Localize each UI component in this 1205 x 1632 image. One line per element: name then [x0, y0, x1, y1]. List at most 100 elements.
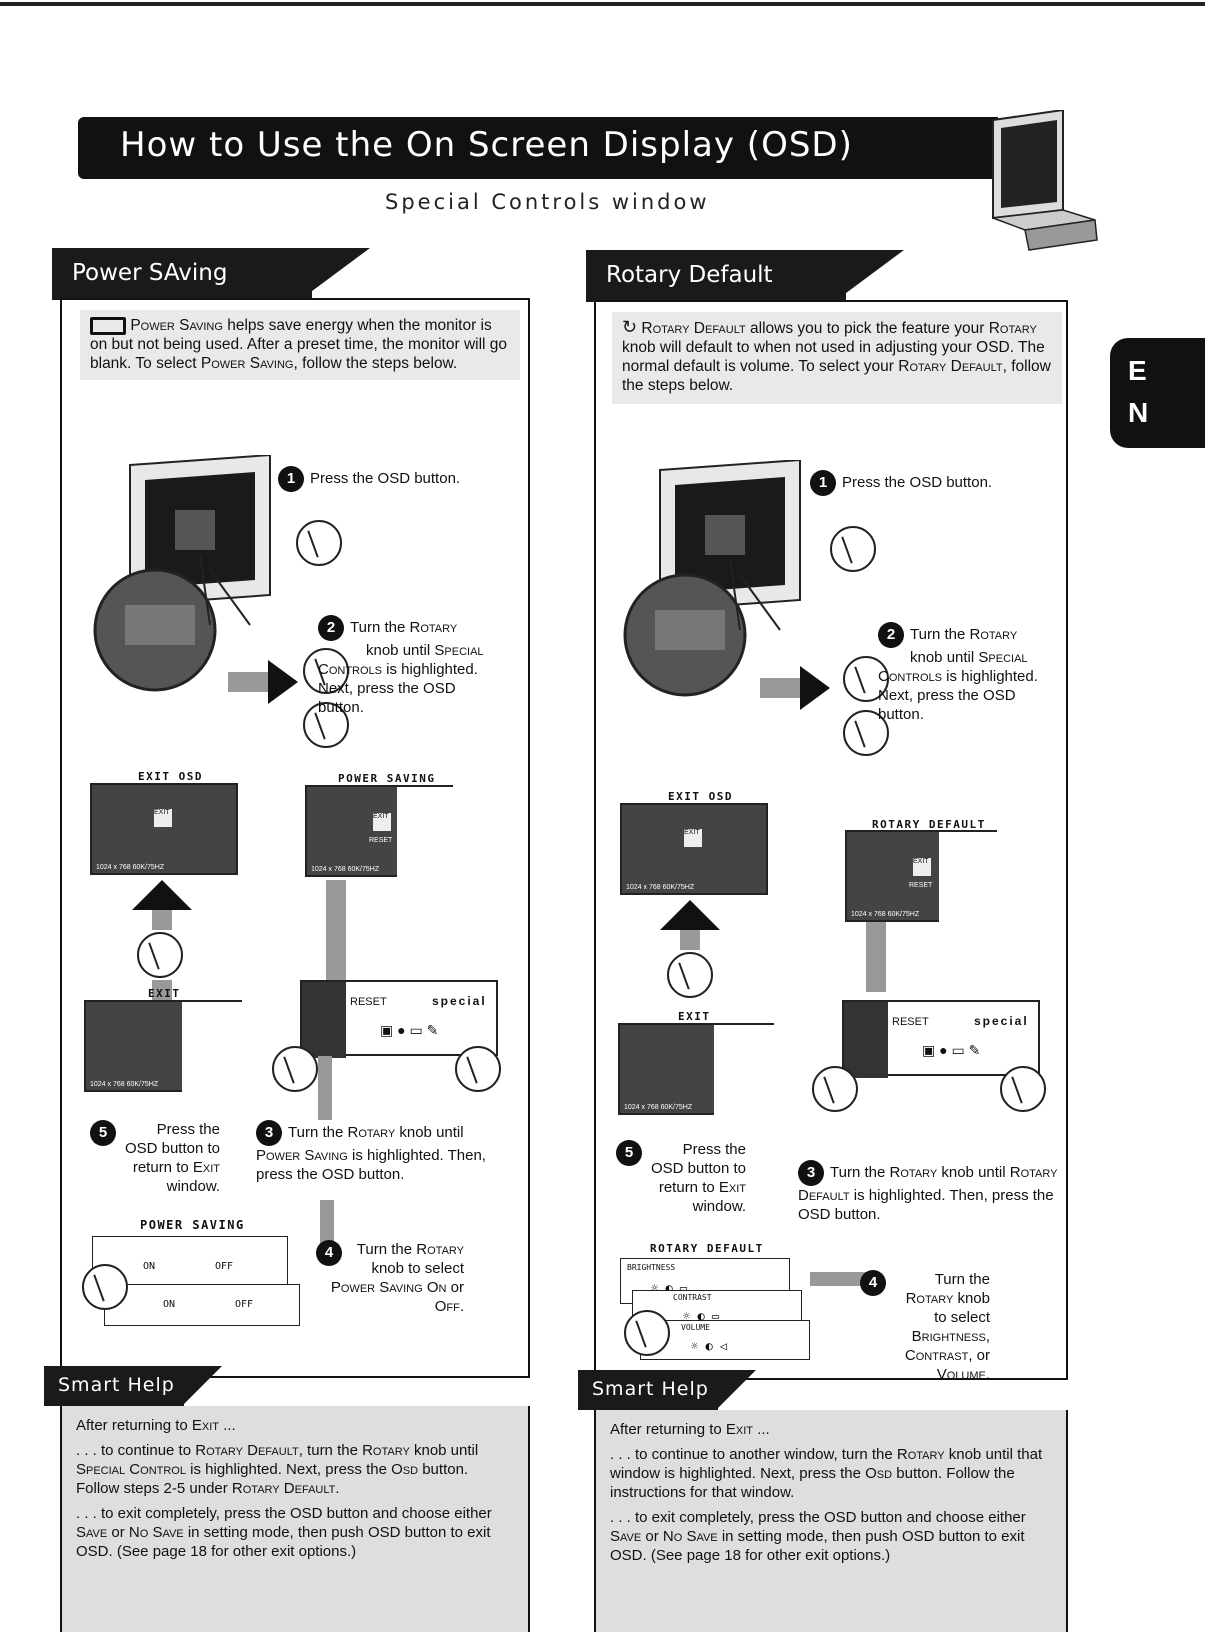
intro-text: , follow the steps below.	[293, 355, 458, 372]
step-text: Press the OSD button to return to	[124, 1121, 220, 1176]
step-text: is highlighted. Then, press the OSD butt…	[256, 1147, 486, 1183]
step-text: window.	[692, 1198, 746, 1215]
power-saving-menu-title: POWER SAVING	[140, 1218, 245, 1232]
rotary-knob-icon	[272, 1046, 318, 1092]
rotary-default-osd-screenshot: EXIT RESET 1024 x 768 60K/75HZ	[845, 830, 997, 922]
rotary-default-term: Rotary Default	[798, 1163, 1058, 1204]
osd-button-icon	[843, 710, 889, 756]
help-text: or	[641, 1528, 663, 1545]
right-arrow-icon	[228, 660, 298, 704]
rotary-knob-icon	[830, 526, 876, 572]
exit-osd-screenshot: EXIT 1024 x 768 60K/75HZ	[620, 803, 768, 895]
screenshot-menu-area	[714, 1025, 774, 1115]
step-text: knob until	[910, 649, 979, 666]
step-1-icon: 1	[810, 470, 836, 496]
step-text: Press the OSD button to return to	[650, 1141, 746, 1196]
step-text: Turn the	[288, 1123, 348, 1141]
off-option: OFF	[235, 1299, 254, 1310]
smart-help-line: . . . to continue to another window, tur…	[610, 1445, 1052, 1502]
intro-text: helps save energy when the monitor is on…	[90, 317, 508, 372]
contrast-term: Contrast	[904, 1347, 969, 1364]
power-saving-menu-label: POWER SAVING	[338, 772, 436, 785]
on-option: ON	[143, 1261, 156, 1272]
help-text: . . . to exit completely, press the OSD …	[610, 1509, 1026, 1526]
step-text: window.	[166, 1178, 220, 1195]
step-text: is highlighted. Then, press the OSD butt…	[798, 1187, 1054, 1223]
step-text: Turn the	[830, 1163, 890, 1181]
up-arrow-icon	[660, 900, 720, 950]
help-text: ...	[219, 1417, 236, 1434]
exit-term: Exit	[192, 1159, 220, 1176]
exit-osd-label: EXIT OSD	[668, 790, 733, 803]
special-icons-row: ▣ ● ▭ ✎	[380, 1022, 439, 1038]
rotary-default-menu-title: ROTARY DEFAULT	[650, 1242, 764, 1255]
contrast-label: CONTRAST	[673, 1293, 712, 1302]
lang-letter-e: E	[1128, 355, 1147, 386]
rotary-term: Rotary	[362, 1442, 410, 1459]
heading-slash-decoration	[716, 1370, 756, 1410]
exit-osd-screenshot: EXIT 1024 x 768 60K/75HZ	[90, 783, 238, 875]
language-tab: E N	[1110, 338, 1205, 448]
exit-osd-label: EXIT OSD	[138, 770, 203, 783]
rotary-knob-icon	[624, 1310, 670, 1356]
power-saving-heading: Power SAving	[52, 248, 312, 300]
help-text: . . . to continue to another window, tur…	[610, 1446, 897, 1463]
exit-osd-exit-button: EXIT	[154, 809, 172, 827]
rotary-term: Rotary	[969, 625, 1018, 643]
step-text: is highlighted. Next, press the OSD butt…	[318, 661, 478, 716]
monitor-with-osd-illustration	[623, 460, 801, 697]
step-text: is highlighted. Next, press the OSD butt…	[878, 668, 1038, 723]
brightness-term: Brightness	[911, 1328, 986, 1345]
contrast-icons: ☼ ◐ ▭	[683, 1309, 720, 1323]
special-menu-zoom-screenshot: RESET special ▣ ● ▭ ✎	[300, 980, 498, 1058]
arrow-shaft	[866, 922, 886, 992]
step-text: knob until	[395, 1123, 464, 1141]
step-text: knob until	[366, 642, 435, 659]
up-arrow-icon	[132, 880, 192, 930]
help-text: . . . to exit completely, press the OSD …	[76, 1505, 492, 1522]
page-title: How to Use the On Screen Display (OSD)	[78, 117, 998, 179]
power-saving-term: Power Saving	[256, 1147, 348, 1164]
screenshot-menu-area	[182, 1002, 242, 1092]
special-icons-row: ▣ ● ▭ ✎	[922, 1042, 981, 1058]
off-option: OFF	[215, 1261, 234, 1272]
help-text: . . . to continue to	[76, 1442, 196, 1459]
osd-button-icon	[1000, 1066, 1046, 1112]
help-text: in setting mode, then push OSD button to…	[610, 1528, 1025, 1564]
page-subtitle: Special Controls window	[385, 190, 710, 214]
special-control-term: Special Control	[76, 1461, 186, 1478]
rotary-knob-icon	[296, 520, 342, 566]
volume-label: VOLUME	[681, 1323, 710, 1332]
power-saving-icon	[90, 316, 126, 335]
exit-button: EXIT	[684, 829, 702, 847]
smart-help-box: After returning to Exit ... . . . to con…	[594, 1410, 1068, 1632]
rotary-knob-icon	[843, 656, 889, 702]
rotary-default-term: Rotary Default	[231, 1480, 336, 1497]
page-title-text: How to Use the On Screen Display (OSD)	[120, 125, 853, 165]
exit-term: Exit	[191, 1417, 220, 1434]
help-text: knob until that window is highlighted. N…	[610, 1446, 1043, 1482]
rotary-default-term: Rotary Default	[898, 358, 1003, 375]
step-2-icon: 2	[878, 622, 904, 648]
step-text: or	[446, 1279, 464, 1296]
smart-help-box: After returning to Exit ... . . . to con…	[60, 1406, 530, 1632]
rotary-default-heading-text: Rotary Default	[606, 262, 773, 288]
help-text: button. Follow steps 2-5 under	[76, 1461, 469, 1497]
power-saving-osd-screenshot: EXIT RESET 1024 x 768 60K/75HZ	[305, 785, 453, 877]
smart-help-heading: Smart Help	[44, 1366, 184, 1406]
resolution-text: 1024 x 768 60K/75HZ	[311, 866, 380, 873]
screenshot-dark-area	[302, 982, 346, 1058]
screenshot-menu-area	[939, 832, 997, 922]
on-option: ON	[163, 1299, 176, 1310]
rotary-default-heading: Rotary Default	[586, 250, 846, 302]
rotary-term: Rotary	[896, 1446, 945, 1463]
monitor-with-osd-illustration	[93, 455, 271, 692]
step-text: .	[459, 1298, 464, 1315]
exit-window-screenshot: 1024 x 768 60K/75HZ	[84, 1000, 242, 1092]
osd-button-icon	[667, 952, 713, 998]
